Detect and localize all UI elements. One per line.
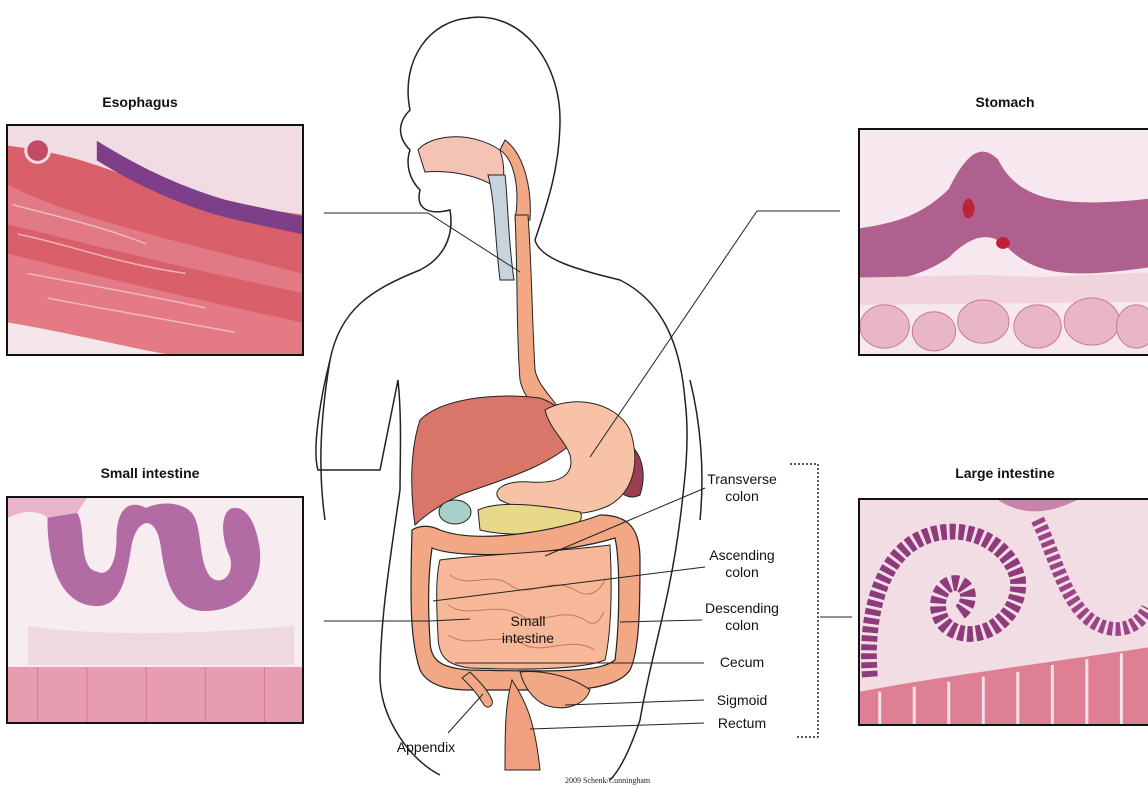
credit-text: 2009 Schenk/Cunningham <box>565 776 651 785</box>
label-small-intestine-1: Small <box>510 613 545 629</box>
label-descending-1: Descending <box>705 600 779 616</box>
label-cecum: Cecum <box>720 654 764 670</box>
label-sigmoid: Sigmoid <box>717 692 768 708</box>
large-intestine-bracket <box>790 464 818 737</box>
esophagus-leader <box>324 213 520 272</box>
label-descending-2: colon <box>725 617 758 633</box>
label-ascending-2: colon <box>725 564 758 580</box>
stomach-leader <box>590 211 840 457</box>
label-transverse-1: Transverse <box>707 471 777 487</box>
appendix-leader <box>448 694 483 733</box>
gallbladder <box>439 500 471 524</box>
label-small-intestine-2: intestine <box>502 630 554 646</box>
label-ascending-1: Ascending <box>709 547 774 563</box>
sigmoid-leader <box>565 700 704 705</box>
rectum-leader <box>530 723 704 729</box>
label-rectum: Rectum <box>718 715 766 731</box>
small-intestine <box>437 545 611 669</box>
label-transverse-2: colon <box>725 488 758 504</box>
trachea <box>488 175 514 280</box>
label-appendix: Appendix <box>397 739 455 755</box>
